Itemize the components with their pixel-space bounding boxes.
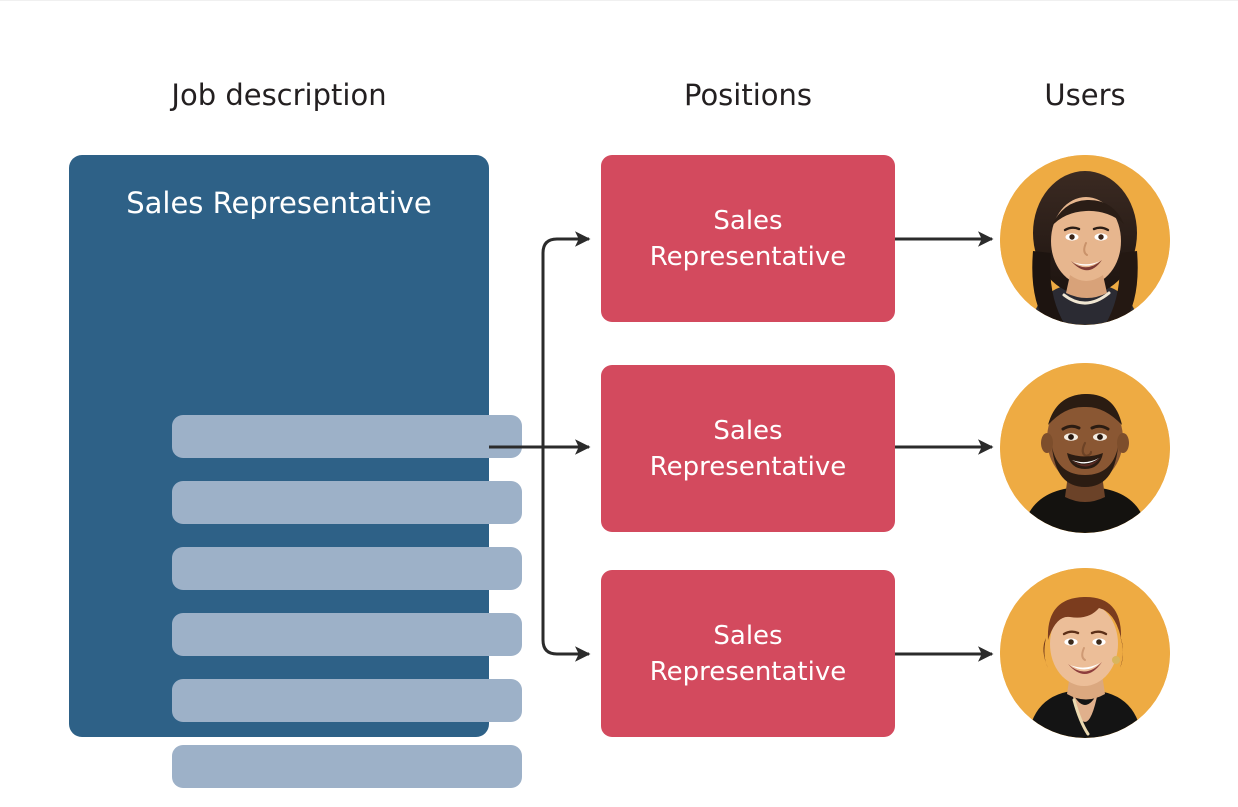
column-header-job-description: Job description (171, 78, 387, 112)
position-card-1[interactable]: Sales Representative (601, 155, 895, 322)
job-description-title: Sales Representative (126, 186, 432, 220)
user-avatar-2[interactable] (1000, 363, 1170, 533)
column-header-positions: Positions (683, 78, 813, 112)
top-divider (0, 0, 1238, 1)
job-description-line-2 (172, 481, 522, 524)
position-card-3[interactable]: Sales Representative (601, 570, 895, 737)
position-card-1-label: Sales Representative (649, 205, 847, 272)
job-description-line-3 (172, 547, 522, 590)
job-description-line-4 (172, 613, 522, 656)
job-description-line-5 (172, 679, 522, 722)
position-card-2-label: Sales Representative (649, 415, 847, 482)
position-card-2[interactable]: Sales Representative (601, 365, 895, 532)
column-header-users: Users (1044, 78, 1126, 112)
job-description-line-6 (172, 745, 522, 788)
user-avatar-2-image (1000, 363, 1170, 533)
user-avatar-3-image (1000, 568, 1170, 738)
user-avatar-1[interactable] (1000, 155, 1170, 325)
connector-job-to-position-1 (541, 231, 591, 447)
job-description-card[interactable]: Sales Representative (69, 155, 522, 788)
user-avatar-3[interactable] (1000, 568, 1170, 738)
user-avatar-1-image (1000, 155, 1170, 325)
connector-job-to-position-3 (541, 447, 591, 662)
position-card-3-label: Sales Representative (649, 620, 847, 687)
job-description-line-1 (172, 415, 522, 458)
